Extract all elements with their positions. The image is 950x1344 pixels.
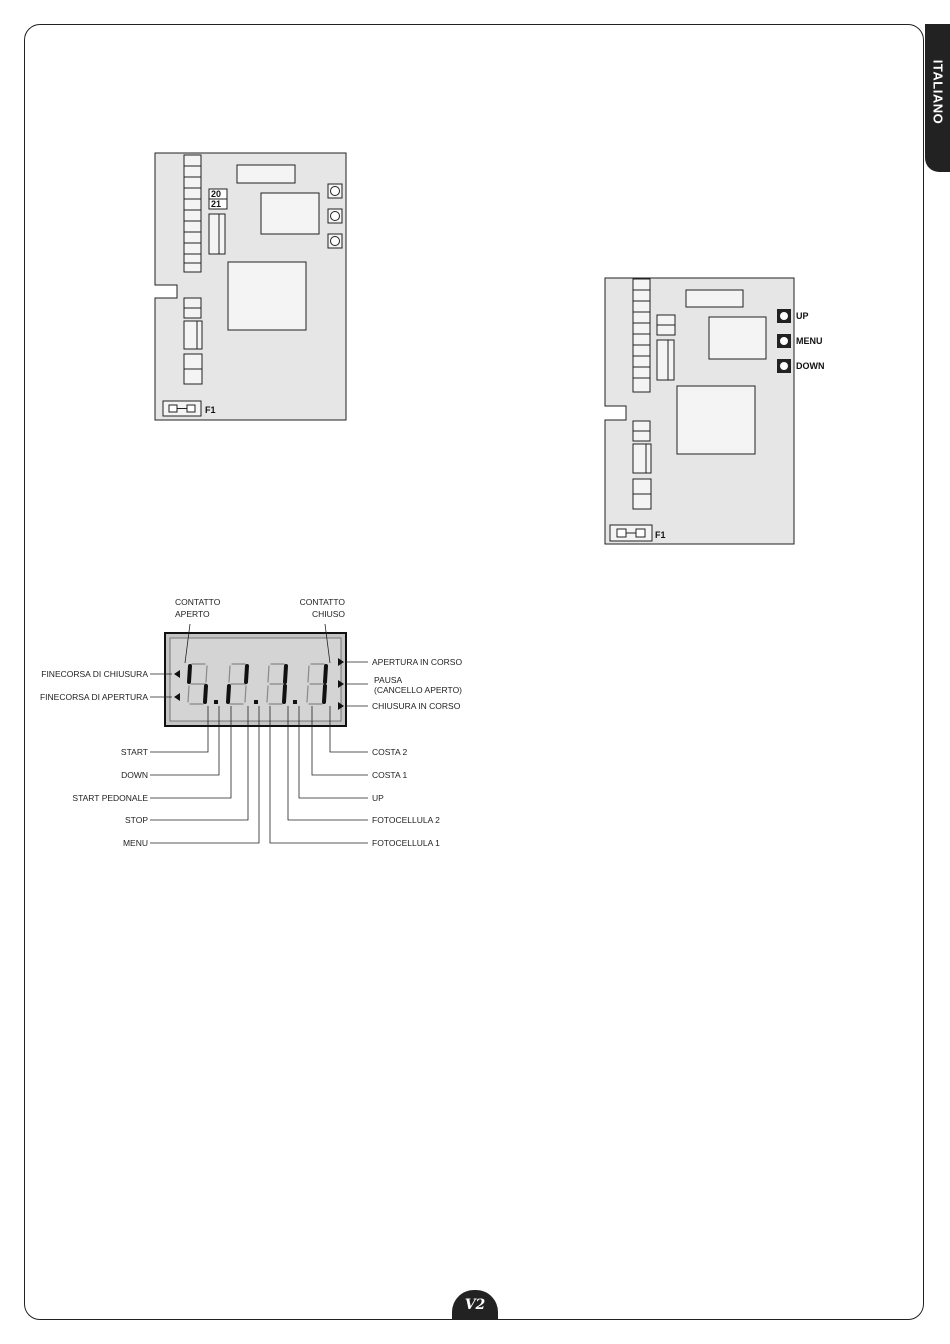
- control-board-1: [155, 153, 346, 420]
- display-window: [237, 165, 295, 183]
- pausa-label: PAUSA: [374, 675, 403, 685]
- board2-button-down[interactable]: [777, 359, 791, 373]
- terminal-block-top: [184, 155, 201, 272]
- up-button-label: UP: [796, 311, 809, 321]
- down-label: DOWN: [121, 770, 148, 780]
- digit-2-segment-e: [228, 686, 229, 702]
- board1-buttons[interactable]: [328, 184, 342, 248]
- relay-component: [261, 193, 319, 234]
- digit-4-segment-b: [325, 666, 326, 682]
- control-board-2: [605, 278, 794, 544]
- start-pedonale-label: START PEDONALE: [72, 793, 148, 803]
- decimal-point-3: [293, 700, 297, 704]
- fotocellula-1-label: FOTOCELLULA 1: [372, 838, 440, 848]
- contatto-aperto-label-2: APERTO: [175, 609, 210, 619]
- digit-1-segment-f: [189, 666, 190, 682]
- terminal-block-top-2: [633, 279, 650, 392]
- contatto-chiuso-label: CONTATTO: [300, 597, 346, 607]
- costa-1-label: COSTA 1: [372, 770, 408, 780]
- stop-label: STOP: [125, 815, 148, 825]
- contatto-chiuso-label-2: CHIUSO: [312, 609, 345, 619]
- digit-2-segment-b: [246, 666, 247, 682]
- fuse-label-2: F1: [655, 530, 666, 540]
- main-chip: [228, 262, 306, 330]
- fuse-label-1: F1: [205, 405, 216, 415]
- board2-button-up[interactable]: [777, 309, 791, 323]
- menu-label: MENU: [123, 838, 148, 848]
- digit-1-segment-c: [205, 686, 206, 702]
- start-label: START: [121, 747, 148, 757]
- brand-logo-text: V2: [452, 1297, 498, 1313]
- cancello-aperto-label: (CANCELLO APERTO): [374, 685, 462, 695]
- finecorsa-chiusura-label: FINECORSA DI CHIUSURA: [41, 669, 148, 679]
- contatto-aperto-label: CONTATTO: [175, 597, 221, 607]
- fotocellula-2-label: FOTOCELLULA 2: [372, 815, 440, 825]
- chiusura-in-corso-label: CHIUSURA IN CORSO: [372, 701, 461, 711]
- finecorsa-apertura-label: FINECORSA DI APERTURA: [40, 692, 148, 702]
- seven-segment-display: [165, 633, 346, 726]
- up-label: UP: [372, 793, 384, 803]
- menu-button-label: MENU: [796, 336, 823, 346]
- digit-3-segment-b: [285, 666, 286, 682]
- digit-4-segment-c: [324, 686, 325, 702]
- costa-2-label: COSTA 2: [372, 747, 408, 757]
- board2-button-menu[interactable]: [777, 334, 791, 348]
- decimal-point-1: [214, 700, 218, 704]
- decimal-point-2: [254, 700, 258, 704]
- terminal-label-21: 21: [211, 199, 221, 209]
- digit-3-segment-c: [284, 686, 285, 702]
- apertura-in-corso-label: APERTURA IN CORSO: [372, 657, 462, 667]
- terminal-label-20: 20: [211, 189, 221, 199]
- down-button-label: DOWN: [796, 361, 825, 371]
